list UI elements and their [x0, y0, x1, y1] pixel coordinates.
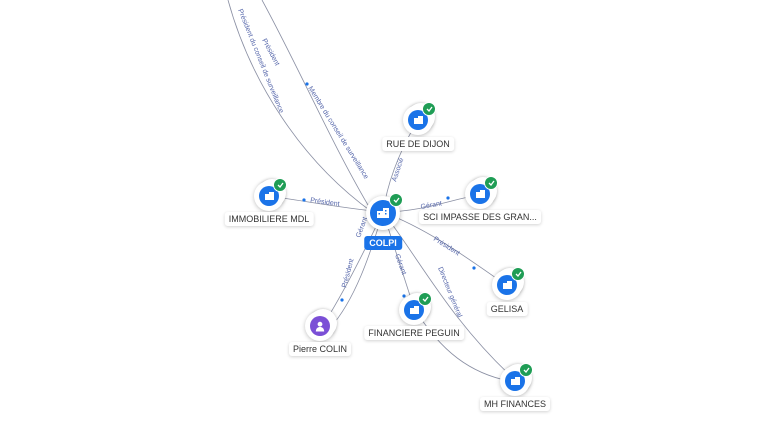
edge-mh-1	[382, 211, 516, 381]
edge-pierre-1	[324, 211, 384, 323]
verified-check-icon	[389, 193, 403, 207]
node-label: Pierre COLIN	[288, 342, 352, 356]
edge-label-directeur: Directeur général	[436, 266, 463, 319]
building-icon	[259, 186, 279, 206]
node-label: SCI IMPASSE DES GRAN...	[419, 210, 541, 224]
node-label: RUE DE DIJON	[382, 137, 454, 151]
edge-label-president-pierre: Président	[341, 258, 355, 288]
person-icon	[310, 316, 330, 336]
verified-check-icon	[273, 178, 287, 192]
edge-label-associe: Associé	[391, 157, 405, 183]
verified-check-icon	[422, 102, 436, 116]
building-icon	[404, 300, 424, 320]
building-icon	[408, 110, 428, 130]
edge-label-president-immo: Président	[310, 197, 340, 208]
node-label: IMMOBILIERE MDL	[224, 212, 314, 226]
verified-check-icon	[511, 267, 525, 281]
node-label: GELISA	[486, 302, 528, 316]
edge-top-left-2	[261, 0, 369, 206]
verified-check-icon	[519, 363, 533, 377]
edge-top-left-1	[227, 0, 373, 213]
edge-label-gerant-fin: Gérant	[393, 253, 407, 276]
node-label: FINANCIERE PEGUIN	[364, 326, 464, 340]
verified-check-icon	[484, 176, 498, 190]
building-icon	[505, 371, 525, 391]
edge-label-president-gelisa: Président	[432, 236, 461, 258]
center-node-label: COLPI	[364, 236, 402, 250]
building-icon	[497, 275, 517, 295]
building-icon	[470, 184, 490, 204]
edge-label-membre: Membre du conseil de surveillance	[306, 85, 369, 180]
node-label: MH FINANCES	[479, 397, 551, 411]
edge-mh-2	[413, 307, 516, 383]
edge-label-gerant-sci: Gérant	[420, 200, 442, 211]
verified-check-icon	[418, 292, 432, 306]
